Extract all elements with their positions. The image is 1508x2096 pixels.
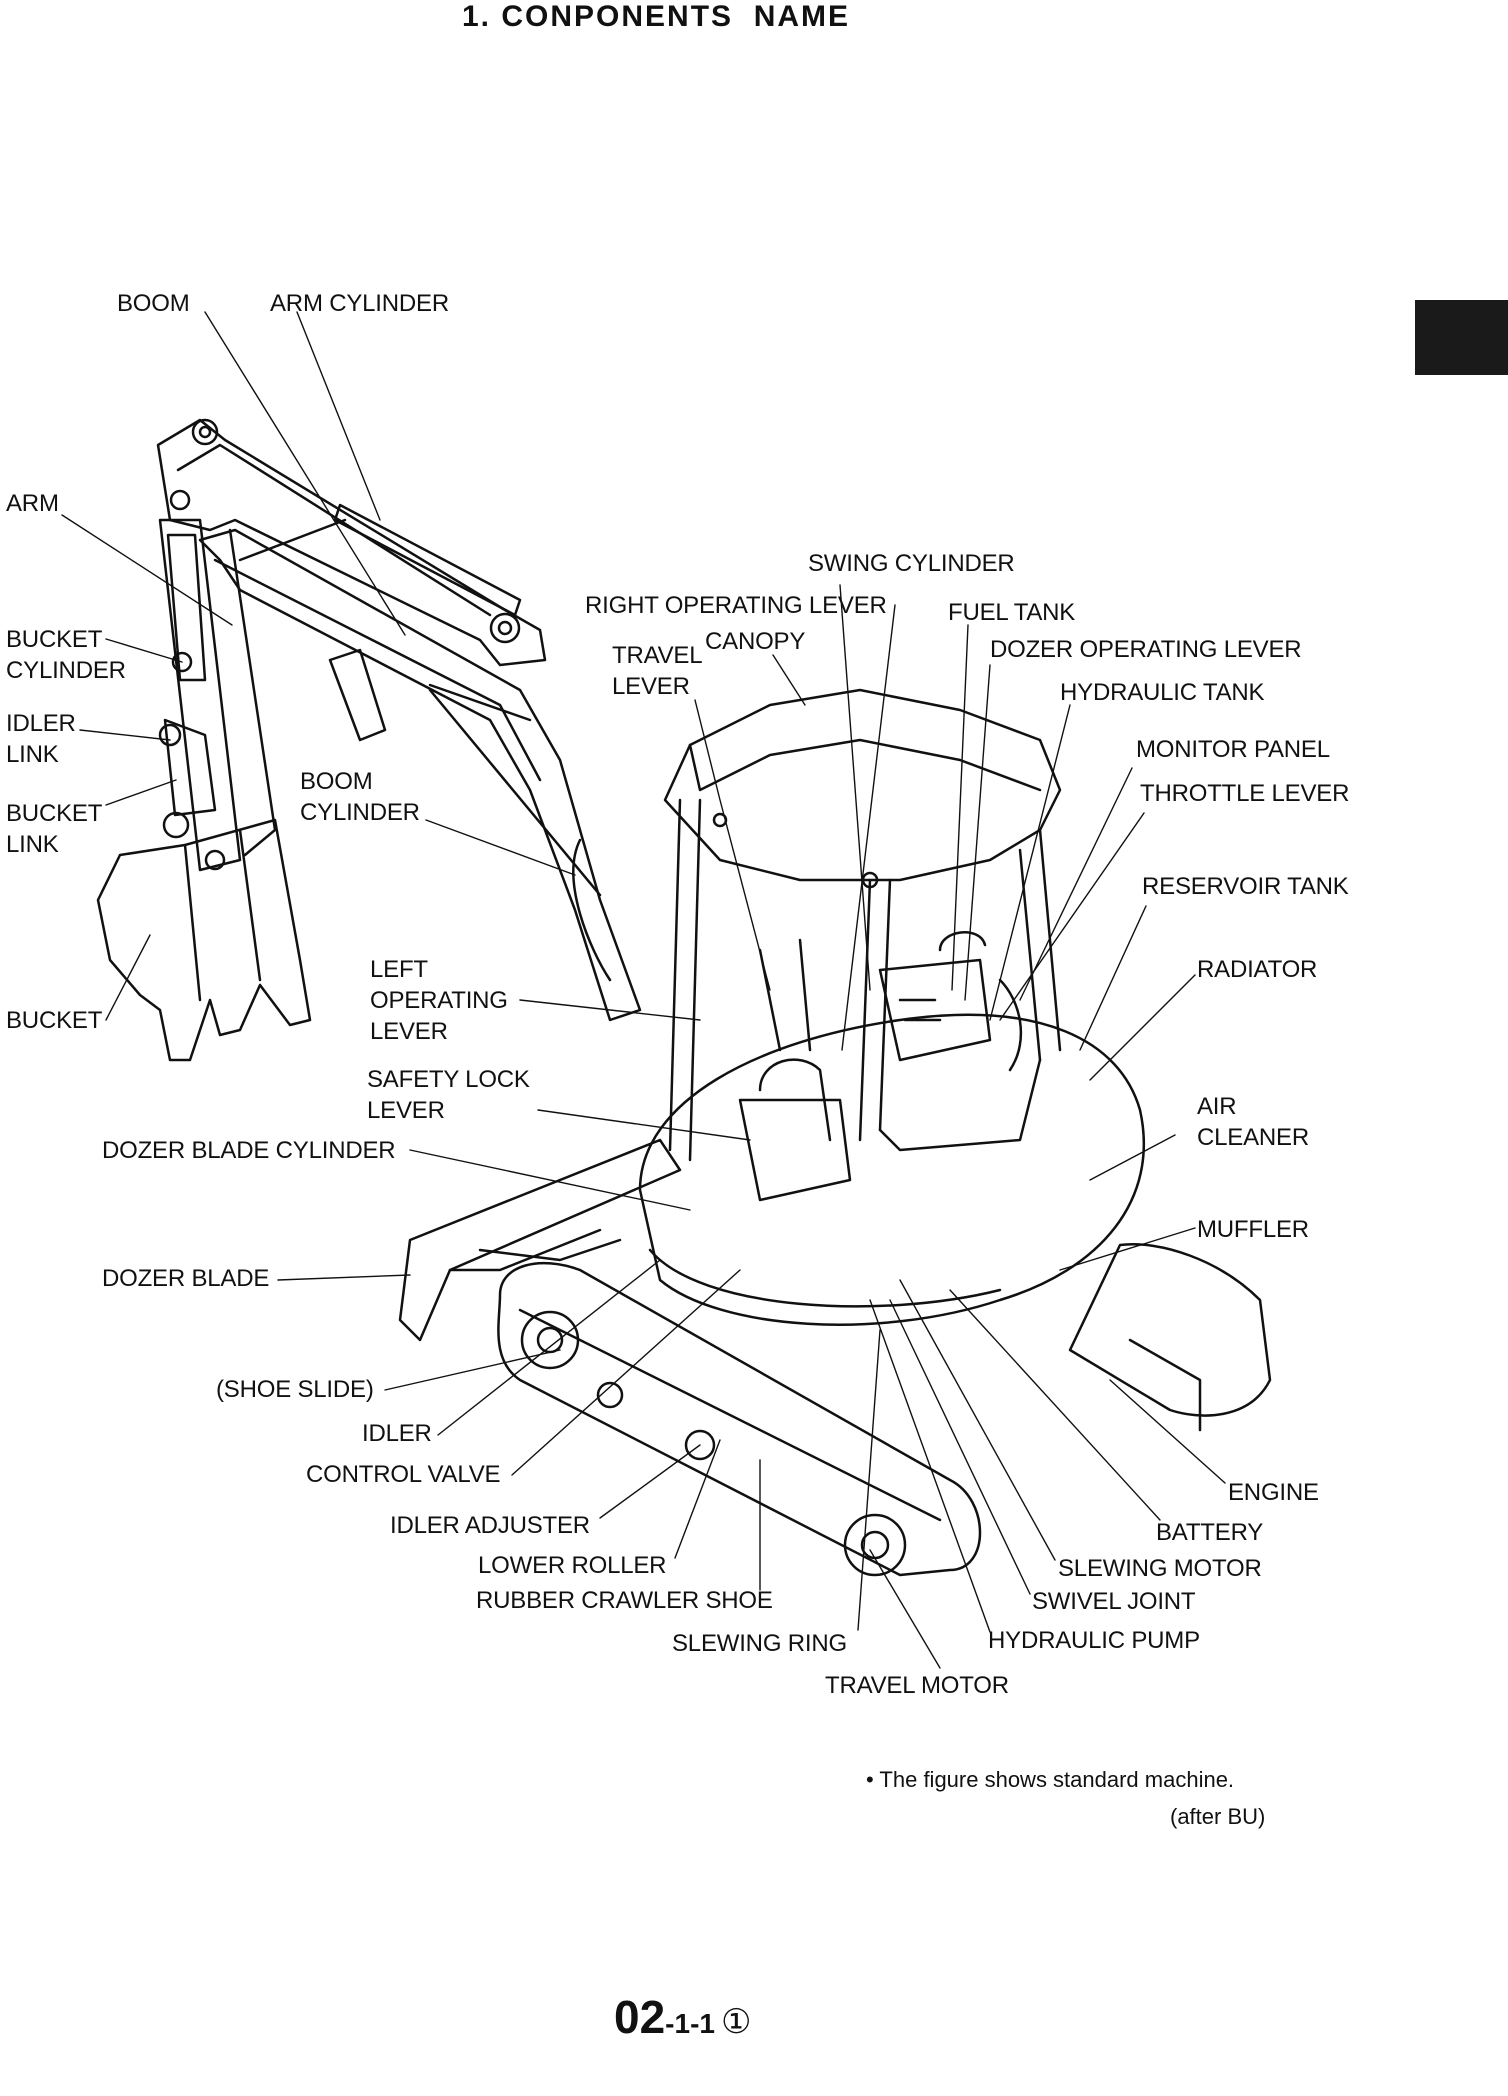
label-arm: ARM — [6, 490, 59, 517]
label-air-cleaner-line1: AIR — [1197, 1093, 1237, 1120]
label-boom-cylinder-line2: CYLINDER — [300, 799, 420, 826]
page-number-sub: -1-1 — [665, 2008, 715, 2039]
label-hydraulic-tank: HYDRAULIC TANK — [1060, 679, 1265, 706]
crawler-track-drawing — [497, 1243, 1272, 1577]
label-hydraulic-pump: HYDRAULIC PUMP — [988, 1627, 1200, 1654]
label-idler-adjuster: IDLER ADJUSTER — [390, 1512, 590, 1539]
label-dozer-blade: DOZER BLADE — [102, 1265, 270, 1292]
label-left-operating-lever: LEFT OPERATING LEVER — [370, 954, 508, 1047]
upper-structure-drawing — [638, 931, 1146, 1326]
label-right-operating-lever: RIGHT OPERATING LEVER — [585, 592, 887, 619]
label-throttle-lever: THROTTLE LEVER — [1140, 780, 1350, 807]
label-lower-roller: LOWER ROLLER — [478, 1552, 667, 1579]
label-bucket-cylinder-line1: BUCKET — [6, 626, 103, 653]
label-radiator: RADIATOR — [1197, 956, 1318, 983]
label-reservoir-tank: RESERVOIR TANK — [1142, 873, 1349, 900]
canopy-drawing — [663, 688, 1062, 1162]
label-bucket-link-line1: BUCKET — [6, 800, 103, 827]
label-idler-link-line2: LINK — [6, 741, 59, 768]
label-muffler: MUFFLER — [1197, 1216, 1309, 1243]
label-bucket: BUCKET — [6, 1007, 103, 1034]
label-travel-lever-line2: LEVER — [612, 673, 690, 700]
page-title: 1. CONPONENTS NAME — [462, 0, 851, 33]
figure-note-sub: (after BU) — [1170, 1804, 1266, 1829]
label-left-operating-lever-line1: LEFT — [370, 956, 428, 983]
page-number-mark: ① — [720, 2003, 752, 2041]
dozer-blade-drawing — [398, 1138, 682, 1342]
page-number-main: 02 — [614, 1991, 666, 2043]
label-idler-link-line1: IDLER — [6, 710, 76, 737]
label-travel-lever: TRAVEL LEVER — [612, 640, 703, 702]
label-safety-lock-lever: SAFETY LOCK LEVER — [367, 1064, 530, 1126]
label-dozer-blade-cylinder: DOZER BLADE CYLINDER — [102, 1137, 396, 1164]
label-bucket-link-line2: LINK — [6, 831, 59, 858]
label-rubber-crawler-shoe: RUBBER CRAWLER SHOE — [476, 1587, 773, 1614]
label-fuel-tank: FUEL TANK — [948, 599, 1076, 626]
label-air-cleaner-line2: CLEANER — [1197, 1124, 1309, 1151]
label-dozer-operating-lever: DOZER OPERATING LEVER — [990, 636, 1302, 663]
label-bucket-link: BUCKET LINK — [6, 798, 102, 860]
label-idler-link: IDLER LINK — [6, 708, 76, 770]
label-air-cleaner: AIR CLEANER — [1197, 1091, 1309, 1153]
label-monitor-panel: MONITOR PANEL — [1136, 736, 1330, 763]
label-slewing-motor: SLEWING MOTOR — [1058, 1555, 1262, 1582]
label-safety-lock-lever-line1: SAFETY LOCK — [367, 1066, 530, 1093]
figure-note: • The figure shows standard machine. — [866, 1767, 1235, 1792]
label-swing-cylinder: SWING CYLINDER — [808, 550, 1015, 577]
label-boom-cylinder: BOOM CYLINDER — [300, 766, 420, 828]
label-control-valve: CONTROL VALVE — [306, 1461, 501, 1488]
label-arm-cylinder: ARM CYLINDER — [270, 290, 449, 317]
label-battery: BATTERY — [1156, 1519, 1264, 1546]
label-travel-lever-line1: TRAVEL — [612, 642, 703, 669]
label-boom-cylinder-line1: BOOM — [300, 768, 373, 795]
section-tab-marker — [1415, 300, 1508, 375]
label-left-operating-lever-line3: LEVER — [370, 1018, 448, 1045]
label-swivel-joint: SWIVEL JOINT — [1032, 1588, 1196, 1615]
label-bucket-cylinder-line2: CYLINDER — [6, 657, 126, 684]
label-canopy: CANOPY — [705, 628, 806, 655]
label-idler: IDLER — [362, 1420, 432, 1447]
boom-arm-drawing — [96, 418, 642, 1062]
label-boom: BOOM — [117, 290, 190, 317]
label-shoe-slide: (SHOE SLIDE) — [216, 1376, 374, 1403]
label-safety-lock-lever-line2: LEVER — [367, 1097, 445, 1124]
label-engine: ENGINE — [1228, 1479, 1319, 1506]
label-left-operating-lever-line2: OPERATING — [370, 987, 508, 1014]
label-bucket-cylinder: BUCKET CYLINDER — [6, 624, 126, 686]
label-travel-motor: TRAVEL MOTOR — [825, 1672, 1009, 1699]
label-slewing-ring: SLEWING RING — [672, 1630, 847, 1657]
leader-lines — [61, 311, 1226, 1669]
